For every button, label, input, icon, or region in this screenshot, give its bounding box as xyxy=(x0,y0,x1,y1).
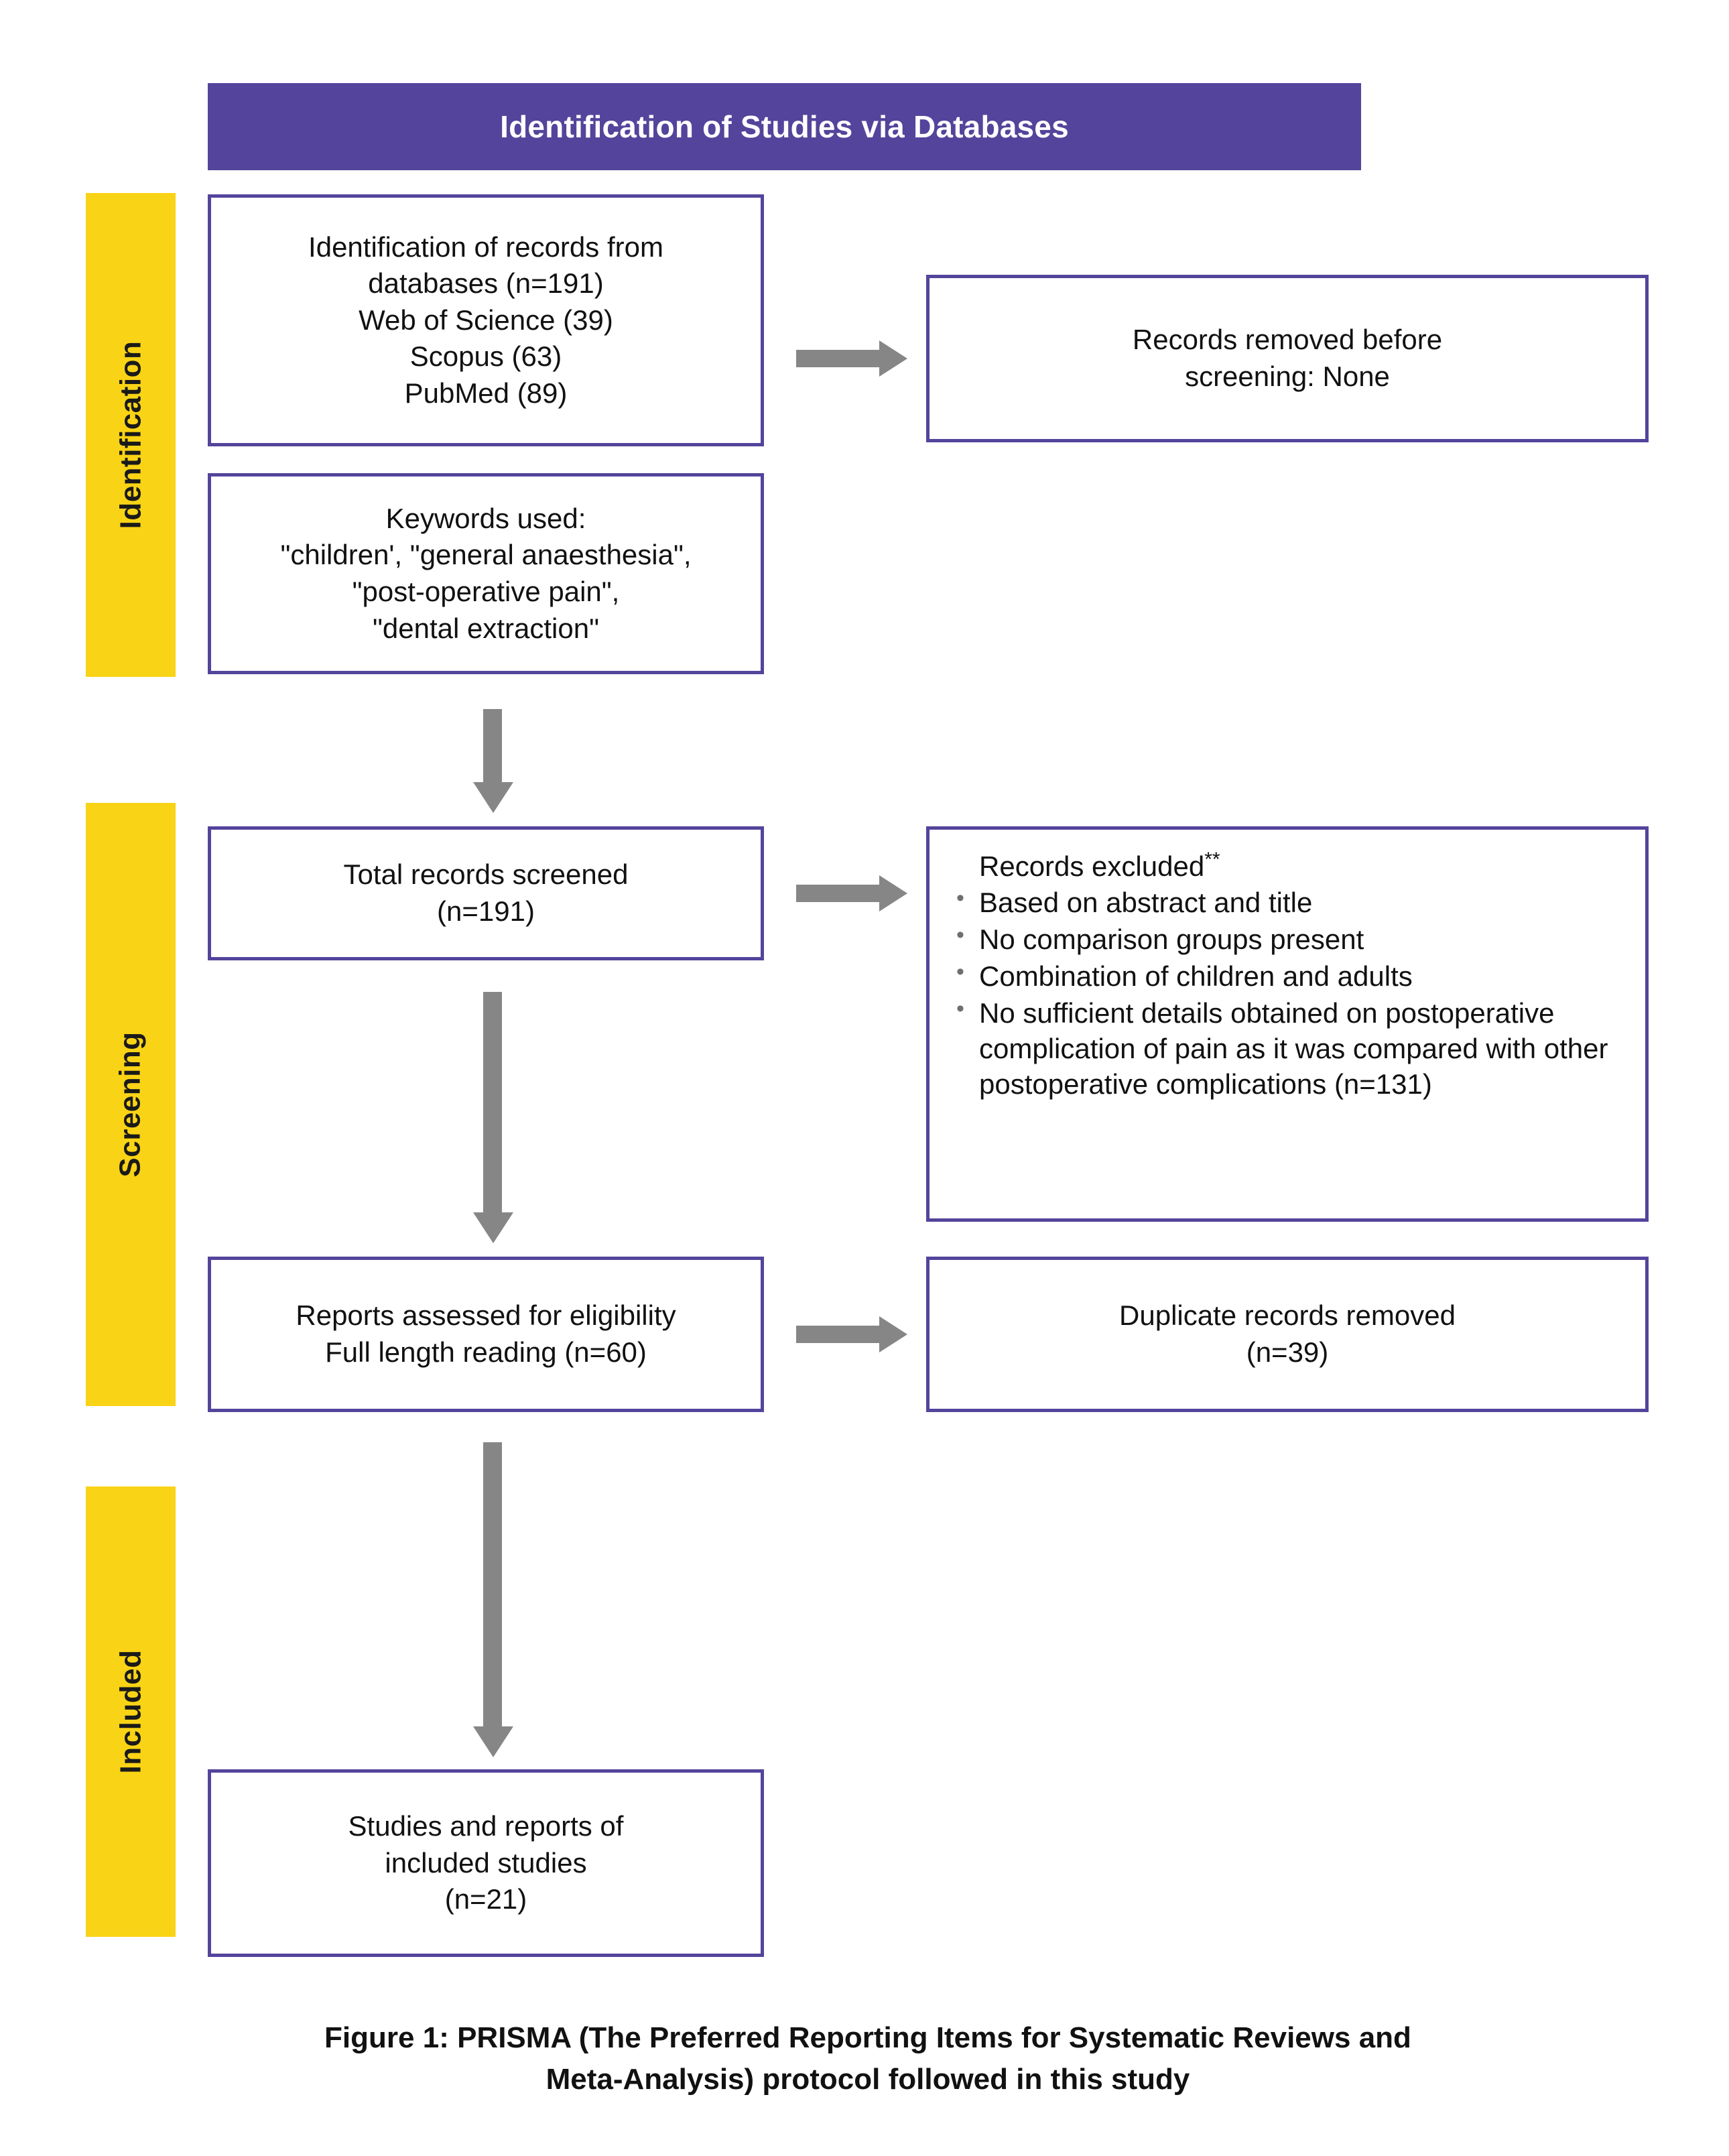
stage-bar-included: Included xyxy=(86,1486,176,1937)
box-keywords-used-text: Keywords used: "children', "general anae… xyxy=(280,502,692,644)
box-keywords-used: Keywords used: "children', "general anae… xyxy=(208,473,764,674)
stage-bar-identification: Identification xyxy=(86,193,176,677)
arrow-head xyxy=(879,340,907,377)
diagram-header-banner: Identification of Studies via Databases xyxy=(208,83,1361,170)
list-item: Combination of children and adults xyxy=(955,958,1625,995)
box-records-removed-before-screening-text: Records removed before screening: None xyxy=(1132,324,1443,392)
box-identification-records-text: Identification of records from databases… xyxy=(308,231,663,409)
box-identification-records: Identification of records from databases… xyxy=(208,194,764,446)
arrow-right-icon-records-to-removed xyxy=(796,340,907,377)
stage-label-included: Included xyxy=(114,1649,147,1774)
list-item: Based on abstract and title xyxy=(955,884,1625,921)
records-excluded-footnote-marker: ** xyxy=(1204,848,1220,871)
records-excluded-heading: Records excluded** xyxy=(979,847,1625,884)
arrow-shaft xyxy=(483,709,502,783)
arrow-shaft xyxy=(796,885,879,902)
arrow-shaft xyxy=(796,350,879,367)
figure-caption: Figure 1: PRISMA (The Preferred Reportin… xyxy=(324,2021,1411,2096)
arrow-head xyxy=(879,1316,907,1352)
box-reports-assessed-eligibility-text: Reports assessed for eligibility Full le… xyxy=(296,1299,676,1368)
arrow-shaft xyxy=(483,992,502,1213)
arrow-shaft xyxy=(483,1442,502,1727)
arrow-head xyxy=(473,782,513,813)
box-records-removed-before-screening: Records removed before screening: None xyxy=(926,275,1649,442)
box-records-excluded: Records excluded** Based on abstract and… xyxy=(926,826,1649,1222)
records-excluded-list: Based on abstract and title No compariso… xyxy=(955,884,1625,1102)
arrow-head xyxy=(473,1726,513,1757)
stage-label-identification: Identification xyxy=(114,340,147,529)
list-item: No comparison groups present xyxy=(955,921,1625,958)
box-duplicate-records-removed: Duplicate records removed (n=39) xyxy=(926,1257,1649,1412)
diagram-header-title: Identification of Studies via Databases xyxy=(500,109,1069,144)
box-included-studies-text: Studies and reports of included studies … xyxy=(348,1810,624,1915)
box-total-records-screened: Total records screened (n=191) xyxy=(208,826,764,960)
arrow-down-icon-screened-to-reports xyxy=(473,992,513,1243)
arrow-right-icon-screened-to-excluded xyxy=(796,875,907,911)
arrow-down-icon-reports-to-included xyxy=(473,1442,513,1757)
box-duplicate-records-removed-text: Duplicate records removed (n=39) xyxy=(1119,1299,1456,1368)
arrow-shaft xyxy=(796,1326,879,1343)
stage-label-screening: Screening xyxy=(114,1031,147,1178)
arrow-head xyxy=(879,875,907,911)
records-excluded-heading-text: Records excluded xyxy=(979,850,1205,882)
arrow-right-icon-reports-to-duplicates xyxy=(796,1316,907,1352)
list-item: No sufficient details obtained on postop… xyxy=(955,995,1625,1102)
box-included-studies: Studies and reports of included studies … xyxy=(208,1769,764,1957)
box-reports-assessed-eligibility: Reports assessed for eligibility Full le… xyxy=(208,1257,764,1412)
box-total-records-screened-text: Total records screened (n=191) xyxy=(343,859,629,927)
arrow-head xyxy=(473,1212,513,1243)
stage-bar-screening: Screening xyxy=(86,803,176,1406)
arrow-down-icon-keywords-to-screened xyxy=(473,709,513,813)
